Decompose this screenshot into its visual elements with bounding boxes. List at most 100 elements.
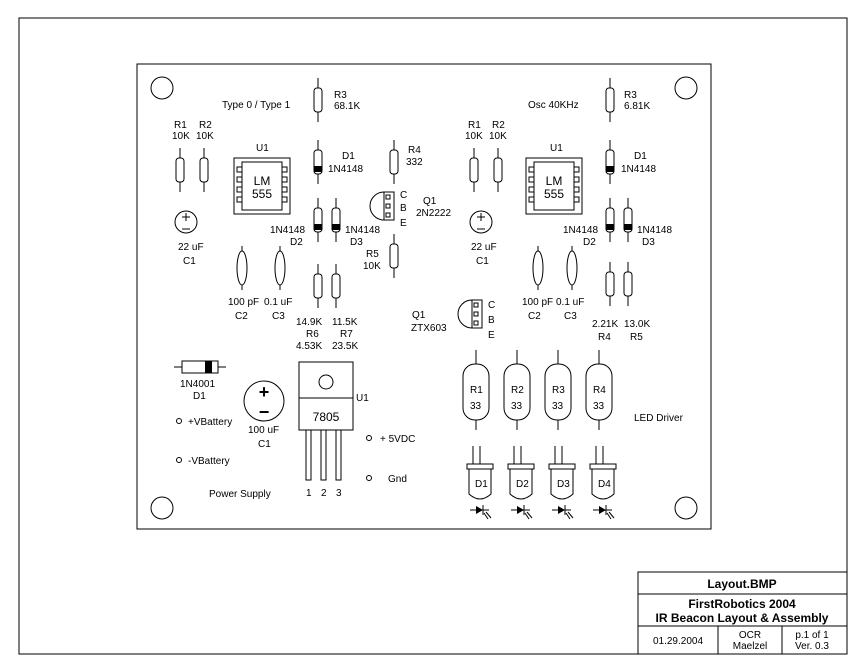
mounting-hole <box>674 496 698 520</box>
title-block-line1: FirstRobotics 2004 <box>688 597 796 611</box>
power-d1-diode <box>174 360 226 374</box>
q2-ref: Q1 <box>412 310 426 321</box>
q2-pin-c: C <box>488 300 495 311</box>
led-d2-label: D2 <box>516 479 529 490</box>
right-r3-ref: R3 <box>624 90 637 101</box>
vdc-label: + 5VDC <box>380 434 415 445</box>
led <box>589 446 617 500</box>
power-c1-ref: C1 <box>258 439 271 450</box>
pcb-outline <box>136 63 712 530</box>
regulator-pin1: 1 <box>306 488 312 499</box>
q1-pin-e: E <box>400 218 407 229</box>
q1-pin-b: B <box>400 203 407 214</box>
r5-ref: R5 <box>366 249 379 260</box>
right-r2-ref: R2 <box>492 120 505 131</box>
right-r5-val: 13.0K <box>624 319 650 330</box>
right-c2-val: 100 pF <box>522 297 553 308</box>
vdc-pad <box>366 435 372 441</box>
power-d1-val: 1N4001 <box>180 379 215 390</box>
led-driver: R1 33 R2 33 R3 33 R4 33 LED Driver <box>462 350 684 520</box>
mounting-hole <box>150 496 174 520</box>
left-d1-ref: D1 <box>342 151 355 162</box>
left-r1-ref: R1 <box>174 120 187 131</box>
title-block-filename: Layout.BMP <box>707 577 776 591</box>
left-u1-ref: U1 <box>256 143 269 154</box>
left-r6-val: 14.9K <box>296 317 322 328</box>
right-c3-val: 0.1 uF <box>556 297 584 308</box>
led-symbol-icon <box>470 505 492 520</box>
left-c1-val: 22 uF <box>178 242 204 253</box>
title-block-page: p.1 of 1 <box>795 630 829 641</box>
right-c1-val: 22 uF <box>471 242 497 253</box>
q1-ref: Q1 <box>423 196 437 207</box>
led-r2-val: 33 <box>511 401 523 412</box>
left-c3-val: 0.1 uF <box>264 297 292 308</box>
q1-pin-c: C <box>400 190 407 201</box>
left-c1-ref: C1 <box>183 256 196 267</box>
right-r2-val: 10K <box>489 131 507 142</box>
right-c1-capacitor <box>469 210 493 234</box>
right-d2-val: 1N4148 <box>563 225 598 236</box>
left-r3-ref: R3 <box>334 90 347 101</box>
led-resistor <box>544 350 572 430</box>
title-block-line2: IR Beacon Layout & Assembly <box>656 611 829 625</box>
title-block-date: 01.29.2004 <box>653 636 703 647</box>
led-r1-ref: R1 <box>470 385 483 396</box>
mounting-hole <box>674 76 698 100</box>
left-d1-val: 1N4148 <box>328 164 363 175</box>
right-d2-ref: D2 <box>583 237 596 248</box>
led <box>466 446 494 500</box>
vbattery-neg-pad <box>176 457 182 463</box>
right-r5-ref: R5 <box>630 332 643 343</box>
led-symbol-icon <box>593 505 615 520</box>
regulator-pin3: 3 <box>336 488 342 499</box>
left-c2-val: 100 pF <box>228 297 259 308</box>
vbattery-neg-label: -VBattery <box>188 456 230 467</box>
led <box>548 446 576 500</box>
left-c1-capacitor <box>174 210 198 234</box>
left-r1-val: 10K <box>172 131 190 142</box>
q2-val: ZTX603 <box>411 323 447 334</box>
r5-val: 10K <box>363 261 381 272</box>
regulator-val: 7805 <box>313 410 340 424</box>
power-c1-capacitor <box>243 380 285 422</box>
left-r7-ref: R7 <box>340 329 353 340</box>
regulator-7805 <box>298 361 354 481</box>
left-u1-line1: LM <box>254 174 271 188</box>
title-block-org1: OCR <box>739 630 761 641</box>
led-d3-label: D3 <box>557 479 570 490</box>
regulator-pin2: 2 <box>321 488 327 499</box>
q1-transistor <box>369 191 395 221</box>
right-oscillator: Osc 40KHz R3 6.81K R1 10K R2 10K U1 LM 5… <box>465 77 672 343</box>
led <box>507 446 535 500</box>
q2-pin-b: B <box>488 315 495 326</box>
led-r4-ref: R4 <box>593 385 606 396</box>
right-r1-val: 10K <box>465 131 483 142</box>
title-block <box>637 571 848 655</box>
right-r1-ref: R1 <box>468 120 481 131</box>
led-r3-val: 33 <box>552 401 564 412</box>
led-r4-val: 33 <box>593 401 605 412</box>
r4-val: 332 <box>406 157 423 168</box>
power-c1-minus-sign: − <box>259 402 270 422</box>
left-r7-val: 11.5K <box>332 317 358 328</box>
regulator-ref: U1 <box>356 393 369 404</box>
title-block-version: Ver. 0.3 <box>795 641 829 652</box>
left-r2-val: 10K <box>196 131 214 142</box>
middle-section: R4 332 C B E Q1 2N2222 R5 10K C B E Q1 Z… <box>363 139 495 341</box>
right-u1-line2: 555 <box>544 187 564 201</box>
left-r6-alt: 4.53K <box>296 341 322 352</box>
left-d3-ref: D3 <box>350 237 363 248</box>
led-r2-ref: R2 <box>511 385 524 396</box>
led-symbol-icon <box>552 505 574 520</box>
power-c1-val: 100 uF <box>248 425 279 436</box>
left-r6-ref: R6 <box>306 329 319 340</box>
power-supply-title: Power Supply <box>209 489 271 500</box>
led-resistor <box>585 350 613 430</box>
power-supply: 1N4001 D1 + − 100 uF C1 +VBattery -VBatt… <box>174 360 415 500</box>
gnd-label: Gnd <box>388 474 407 485</box>
led-r3-ref: R3 <box>552 385 565 396</box>
q2-transistor <box>457 299 483 329</box>
left-d2-val: 1N4148 <box>270 225 305 236</box>
right-d3-val: 1N4148 <box>637 225 672 236</box>
